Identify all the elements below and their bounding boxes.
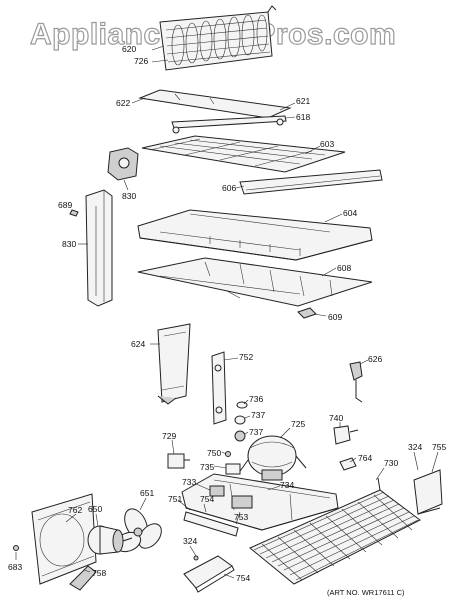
part-label-737-lower: 737 <box>249 427 263 437</box>
part-label-683: 683 <box>8 562 22 572</box>
part-label-725: 725 <box>291 419 305 429</box>
shelf-trim-part <box>239 169 383 195</box>
part-label-762: 762 <box>68 505 82 515</box>
shelf-frame-part <box>137 209 373 261</box>
part-label-622: 622 <box>116 98 130 108</box>
part-label-764: 764 <box>358 453 372 463</box>
part-label-737-upper: 737 <box>251 410 265 420</box>
part-label-618: 618 <box>296 112 310 122</box>
relay-part <box>333 425 359 445</box>
part-label-755: 755 <box>432 442 446 452</box>
corner-bracket-part <box>413 469 443 515</box>
condenser-part <box>249 477 421 585</box>
capacitor-part <box>167 453 190 469</box>
screw-part <box>69 209 79 217</box>
part-label-752: 752 <box>239 352 253 362</box>
part-label-736: 736 <box>249 394 263 404</box>
evaporator-part <box>159 5 277 71</box>
part-label-758: 758 <box>92 568 106 578</box>
compressor-part <box>237 435 307 481</box>
part-label-650: 650 <box>88 504 102 514</box>
drip-tray-part <box>137 257 373 307</box>
part-label-753: 753 <box>234 512 248 522</box>
part-label-651: 651 <box>140 488 154 498</box>
part-label-730: 730 <box>384 458 398 468</box>
part-label-603: 603 <box>320 139 334 149</box>
part-label-620: 620 <box>122 44 136 54</box>
cover-part <box>157 323 191 405</box>
part-label-621: 621 <box>296 96 310 106</box>
part-label-624: 624 <box>131 339 145 349</box>
art-number: (ART NO. WR17611 C) <box>327 588 405 597</box>
clip-part <box>297 307 317 319</box>
fan-motor-part <box>87 525 133 555</box>
base-rail-part <box>183 511 239 537</box>
part-label-750: 750 <box>207 448 221 458</box>
compressor-base-part <box>181 473 339 531</box>
part-label-830-duct: 830 <box>62 239 76 249</box>
screw-bottom-part <box>13 545 19 551</box>
rail-part <box>171 115 287 134</box>
part-label-751: 751 <box>168 494 182 504</box>
thermostat-part <box>349 361 363 403</box>
part-label-754-lower: 754 <box>236 573 250 583</box>
part-label-754-upper: 754 <box>200 494 214 504</box>
part-label-734: 734 <box>280 480 294 490</box>
part-label-733: 733 <box>182 477 196 487</box>
part-label-324-right: 324 <box>408 442 422 452</box>
mount-bracket-part <box>211 351 227 425</box>
part-label-606: 606 <box>222 183 236 193</box>
tray-part <box>183 555 235 593</box>
part-label-608: 608 <box>337 263 351 273</box>
part-label-626: 626 <box>368 354 382 364</box>
small-screw-part <box>225 451 231 457</box>
grommet-part <box>234 401 248 442</box>
part-label-740: 740 <box>329 413 343 423</box>
part-label-735: 735 <box>200 462 214 472</box>
part-label-729: 729 <box>162 431 176 441</box>
part-label-726: 726 <box>134 56 148 66</box>
part-label-689: 689 <box>58 200 72 210</box>
wire-shelf-part <box>141 135 346 173</box>
fan-shroud-part <box>31 493 97 591</box>
overload-part <box>225 463 241 475</box>
air-duct-part <box>85 189 113 307</box>
part-label-830-damper: 830 <box>122 191 136 201</box>
bracket-plate-part <box>138 89 292 119</box>
part-label-604: 604 <box>343 208 357 218</box>
part-label-324-bottom: 324 <box>183 536 197 546</box>
damper-control-part <box>107 147 139 181</box>
part-label-609: 609 <box>328 312 342 322</box>
